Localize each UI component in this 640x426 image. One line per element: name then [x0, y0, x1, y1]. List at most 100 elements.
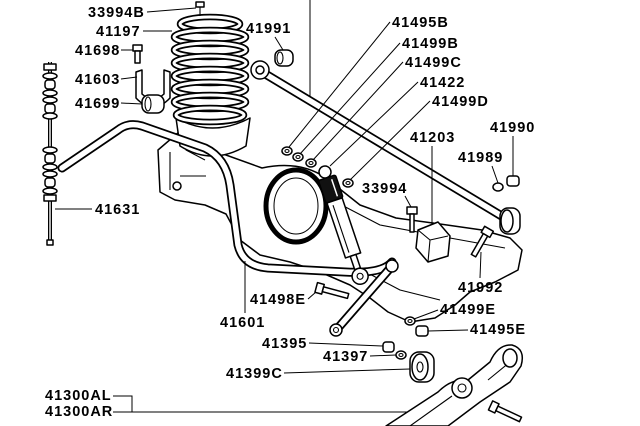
link-bolt — [314, 281, 350, 300]
callout-41601: 41601 — [220, 315, 265, 331]
link-bushing — [44, 79, 56, 90]
leader-line — [299, 42, 401, 155]
leader-line — [308, 342, 384, 347]
washer — [42, 89, 58, 97]
leader-line — [312, 61, 404, 161]
nut — [415, 325, 429, 337]
shock-absorber — [318, 165, 369, 286]
washer — [42, 112, 58, 120]
washer — [342, 178, 354, 188]
spring-perch-rim — [263, 167, 329, 245]
trailing-arm-bolt — [487, 400, 523, 423]
leader-line — [413, 309, 439, 320]
leader-line — [491, 165, 499, 184]
leader-line — [307, 291, 317, 300]
link-eye — [329, 323, 343, 337]
washer — [42, 170, 58, 178]
trailing-arm-front-eye — [502, 348, 518, 368]
callout-41495e: 41495E — [470, 322, 526, 338]
callout-41698: 41698 — [75, 43, 120, 59]
coil-spring — [170, 13, 250, 126]
washer — [305, 158, 317, 168]
leader-line — [369, 354, 397, 357]
washer — [42, 163, 58, 171]
callout-41300al: 41300AL — [45, 388, 112, 404]
lateral-rod-end-bushing — [499, 207, 521, 235]
leader-line — [113, 395, 133, 412]
spring-perch — [263, 167, 329, 245]
crossmember-hole — [172, 181, 182, 191]
washer — [42, 187, 58, 195]
nut — [281, 146, 293, 156]
callout-33994b: 33994B — [88, 5, 145, 21]
callout-41397: 41397 — [323, 349, 368, 365]
callout-41991: 41991 — [246, 21, 291, 37]
callout-41631: 41631 — [95, 202, 140, 218]
bolt-head — [195, 1, 205, 8]
link-bushing — [44, 103, 56, 114]
lateral-rod-bolt — [470, 225, 495, 258]
callout-41495b: 41495B — [392, 15, 449, 31]
leader-line — [146, 7, 197, 13]
leader-line — [120, 102, 143, 105]
leader-line — [479, 251, 482, 279]
trailing-arm-eye — [451, 377, 473, 399]
stabilizer-link — [42, 62, 58, 246]
leader-line — [288, 21, 391, 148]
callout-33994: 33994 — [362, 181, 407, 197]
callout-41203: 41203 — [410, 130, 455, 146]
bracket-bolt — [406, 206, 418, 233]
leader-line — [404, 195, 412, 208]
washer — [42, 96, 58, 104]
lateral-rod — [250, 60, 521, 235]
leader-line — [274, 36, 284, 51]
washer — [404, 316, 416, 326]
link-eye — [385, 259, 399, 273]
callout-41992: 41992 — [458, 280, 503, 296]
callout-41499d: 41499D — [432, 94, 489, 110]
link-bushing — [44, 153, 56, 164]
nut — [43, 194, 57, 202]
link-bushing — [44, 177, 56, 188]
leader-line — [329, 81, 419, 167]
washer — [395, 350, 407, 360]
callout-41989: 41989 — [458, 150, 503, 166]
callout-41499e: 41499E — [440, 302, 496, 318]
washer — [42, 72, 58, 80]
stabilizer-bushing — [141, 94, 165, 114]
spring-perch-inner — [273, 177, 319, 235]
leader-line — [283, 368, 411, 374]
washer — [292, 152, 304, 162]
callout-41197: 41197 — [96, 24, 141, 40]
leader-line — [120, 76, 138, 80]
callout-41399c: 41399C — [226, 366, 283, 382]
nut — [43, 63, 57, 71]
callout-41395: 41395 — [262, 336, 307, 352]
nut — [382, 341, 395, 353]
stabilizer-end-link — [329, 259, 399, 337]
spring-upper-bolt — [195, 1, 205, 16]
bump-stopper-bracket — [415, 221, 451, 263]
callout-41499b: 41499B — [402, 36, 459, 52]
leader-lines — [55, 0, 514, 413]
washer — [492, 182, 504, 192]
hardware — [281, 146, 520, 360]
shock-lower-eye — [351, 267, 369, 286]
callout-labels: 33994B 41197 41698 41603 41699 41631 419… — [45, 5, 535, 420]
callout-41990: 41990 — [490, 120, 535, 136]
callout-41699: 41699 — [75, 96, 120, 112]
callout-41499c: 41499C — [405, 55, 462, 71]
callout-41603: 41603 — [75, 72, 120, 88]
trailing-arm — [385, 344, 524, 426]
leader-line — [427, 329, 469, 332]
washer — [42, 146, 58, 154]
trailing-arm-bushing — [409, 351, 435, 383]
bracket-mount-bolt — [132, 44, 143, 64]
leader-line — [349, 100, 431, 181]
callout-41300ar: 41300AR — [45, 404, 113, 420]
callout-41422: 41422 — [420, 75, 465, 91]
link-end-cap — [46, 239, 54, 246]
nut — [506, 175, 520, 187]
rod-bushing — [274, 49, 294, 67]
